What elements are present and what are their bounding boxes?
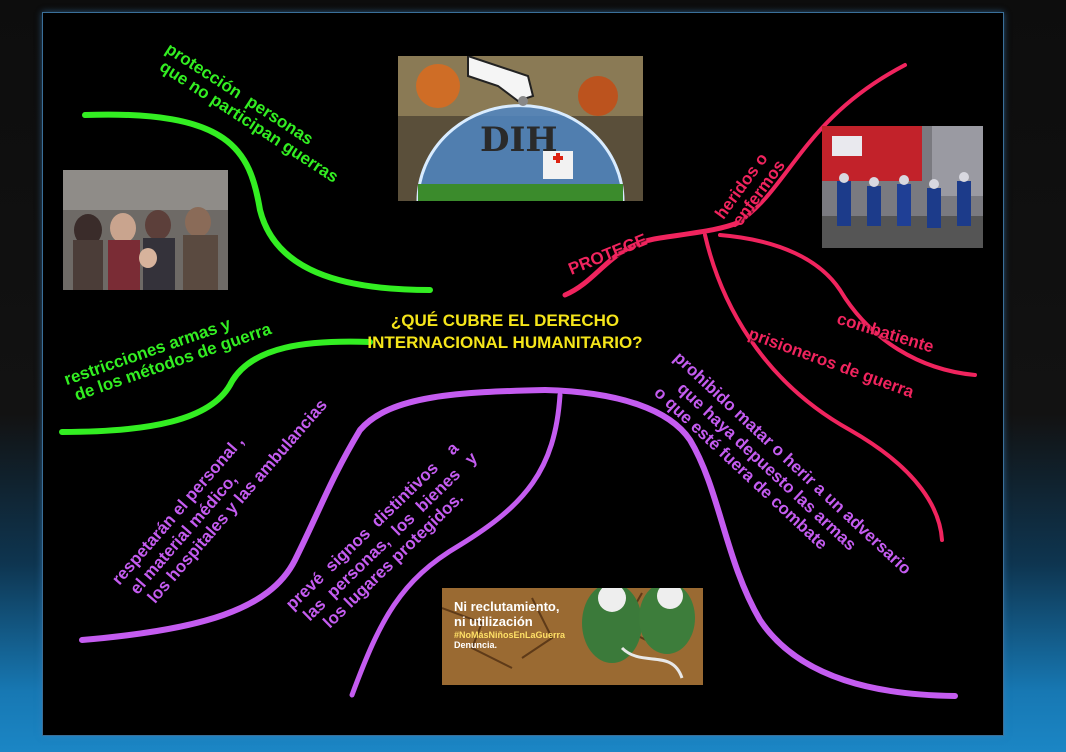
campaign-poster-image: Ni reclutamiento, ni utilización #NoMásN… <box>442 588 703 685</box>
poster-line-1: Ni reclutamiento, <box>454 599 560 614</box>
connector-respetaran <box>79 387 548 643</box>
poster-hashtag: #NoMásNiñosEnLaGuerra <box>454 629 566 640</box>
central-question: ¿QUÉ CUBRE EL DERECHO INTERNACIONAL HUMA… <box>367 311 643 353</box>
poster-line-2: ni utilización <box>454 613 533 629</box>
dih-dome-image: DIH <box>398 56 643 201</box>
connector-preve <box>349 392 563 698</box>
connector-restricciones <box>59 338 373 435</box>
connector-heridos <box>733 63 907 227</box>
connector-protege <box>562 219 743 298</box>
rescue-team-photo <box>822 126 983 248</box>
connector-proteccion <box>82 111 433 293</box>
connector-prisioneros <box>703 233 944 542</box>
poster-line-3: Denuncia. <box>454 640 498 651</box>
connector-combatiente <box>718 233 977 377</box>
connector-prohibido <box>542 387 958 699</box>
refugees-photo <box>63 170 228 290</box>
